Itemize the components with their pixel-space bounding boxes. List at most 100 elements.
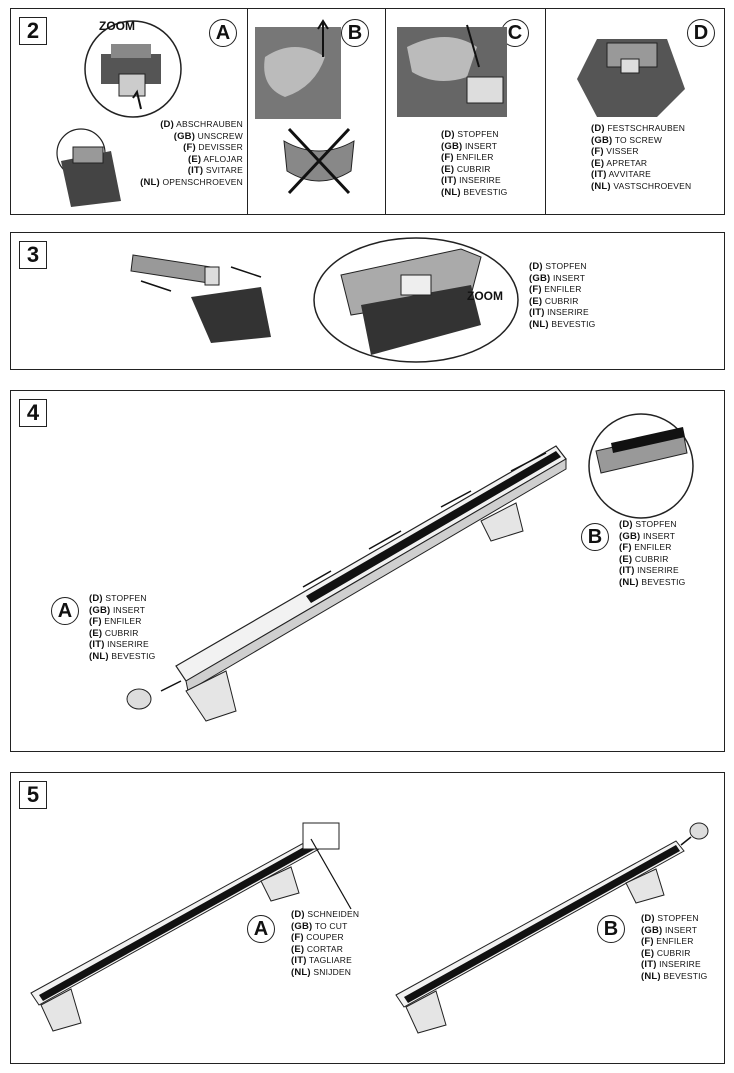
- instruction: ENFILER: [456, 152, 494, 162]
- lang-code: (NL): [441, 186, 461, 198]
- lang-code: (GB): [641, 924, 663, 936]
- instruction: STOPFEN: [545, 261, 587, 271]
- instruction: ENFILER: [544, 284, 582, 294]
- bracket-illustration: [56, 128, 121, 207]
- instruction: ENFILER: [634, 542, 672, 552]
- instruction: STOPFEN: [635, 519, 677, 529]
- instruction: INSERIRE: [459, 175, 501, 185]
- step-2-panel: 2 A ZOOM (D) ABSCHRAUBEN (GB) UNSCREW (F…: [10, 8, 725, 215]
- lang-code: (IT): [641, 959, 657, 970]
- lang-code: (D): [619, 519, 633, 530]
- lang-code: (F): [591, 146, 604, 157]
- instruction: BEVESTIG: [463, 186, 508, 197]
- lang-code: (F): [291, 932, 304, 943]
- instruction: INSERT: [464, 140, 498, 151]
- label-d: D: [687, 19, 715, 47]
- label-b: B: [581, 523, 609, 551]
- lang-code: (GB): [591, 134, 613, 146]
- label-a: A: [209, 19, 237, 47]
- roof-bar-illustration: [126, 413, 694, 722]
- instruction: CUBRIR: [544, 295, 579, 306]
- instruction: VASTSCHROEVEN: [613, 180, 692, 191]
- instruction: AVVITARE: [608, 169, 652, 179]
- lang-code: (GB): [173, 130, 196, 142]
- label-a: A: [51, 597, 79, 625]
- lang-code: (NL): [641, 970, 661, 982]
- lang-code: (NL): [140, 176, 160, 188]
- lang-code: (E): [89, 627, 103, 639]
- lang-code: (F): [619, 542, 632, 553]
- legend-4a: (D) STOPFEN (GB) INSERT (F) ENFILER (E) …: [89, 593, 155, 662]
- instruction: INSERT: [642, 530, 676, 541]
- instruction: INSERT: [112, 604, 146, 615]
- lang-code: (D): [89, 593, 103, 604]
- lang-code: (D): [441, 129, 455, 140]
- lang-code: (F): [89, 616, 102, 627]
- lang-code: (D): [160, 119, 174, 130]
- lang-code: (IT): [529, 307, 545, 318]
- step-4-panel: 4 B (D) STOPFEN (GB) INSERT (F) ENFILER …: [10, 390, 725, 752]
- instruction: TO SCREW: [614, 134, 663, 145]
- tighten-illustration: [577, 39, 685, 117]
- zoom-label: ZOOM: [467, 289, 503, 303]
- divider: [247, 9, 248, 214]
- instruction: CUBRIR: [634, 553, 669, 564]
- instruction: VISSER: [606, 146, 639, 156]
- instruction: STOPFEN: [457, 129, 499, 139]
- lang-code: (D): [591, 123, 605, 134]
- instruction: DEVISSER: [198, 142, 243, 152]
- instruction: COUPER: [306, 932, 344, 942]
- instruction: CUBRIR: [104, 627, 139, 638]
- step-number: 3: [19, 241, 47, 269]
- lang-code: (GB): [291, 920, 313, 932]
- lang-code: (NL): [291, 966, 311, 978]
- lang-code: (D): [641, 913, 655, 924]
- legend-2a: (D) ABSCHRAUBEN (GB) UNSCREW (F) DEVISSE…: [131, 119, 243, 188]
- divider: [385, 9, 386, 214]
- instruction: ABSCHRAUBEN: [176, 119, 243, 129]
- hand-illustration: [255, 19, 341, 119]
- instruction: TAGLIARE: [309, 955, 353, 965]
- zoom-illustration: [313, 237, 519, 363]
- instruction: INSERIRE: [659, 959, 701, 969]
- instruction: BEVESTIG: [551, 318, 596, 329]
- instruction: INSERT: [552, 272, 586, 283]
- lang-code: (F): [183, 142, 196, 153]
- step-number: 2: [19, 17, 47, 45]
- instruction: INSERIRE: [107, 639, 149, 649]
- legend-5b: (D) STOPFEN (GB) INSERT (F) ENFILER (E) …: [641, 913, 707, 982]
- instruction: ENFILER: [104, 616, 142, 626]
- lang-code: (GB): [529, 272, 551, 284]
- lang-code: (NL): [619, 576, 639, 588]
- instruction: TO CUT: [314, 920, 348, 931]
- divider: [545, 9, 546, 214]
- instruction: BEVESTIG: [111, 650, 156, 661]
- instruction: INSERT: [664, 924, 698, 935]
- instruction: STOPFEN: [657, 913, 699, 923]
- lang-code: (E): [619, 553, 633, 565]
- lang-code: (IT): [619, 565, 635, 576]
- instruction: OPENSCHROEVEN: [162, 176, 243, 187]
- lang-code: (NL): [591, 180, 611, 192]
- lang-code: (NL): [89, 650, 109, 662]
- lang-code: (E): [641, 947, 655, 959]
- instruction: INSERIRE: [547, 307, 589, 317]
- instruction: CORTAR: [306, 943, 344, 954]
- lang-code: (IT): [441, 175, 457, 186]
- lang-code: (E): [591, 157, 605, 169]
- insert-illustration: [397, 24, 507, 117]
- instruction: INSERIRE: [637, 565, 679, 575]
- lang-code: (GB): [441, 140, 463, 152]
- zoom-label: ZOOM: [99, 19, 135, 33]
- instruction: SVITARE: [205, 165, 243, 175]
- lang-code: (GB): [89, 604, 111, 616]
- zoom-illustration: [84, 20, 182, 118]
- bar-end-illustration: [130, 254, 271, 343]
- lang-code: (D): [291, 909, 305, 920]
- instruction: APRETAR: [606, 157, 648, 168]
- instruction: ENFILER: [656, 936, 694, 946]
- instruction: FESTSCHRAUBEN: [607, 123, 686, 133]
- step-3-panel: 3 ZOOM (D) STOPFEN (GB) INSERT (F) ENFIL…: [10, 232, 725, 370]
- legend-5a: (D) SCHNEIDEN (GB) TO CUT (F) COUPER (E)…: [291, 909, 359, 978]
- instruction: STOPFEN: [105, 593, 147, 603]
